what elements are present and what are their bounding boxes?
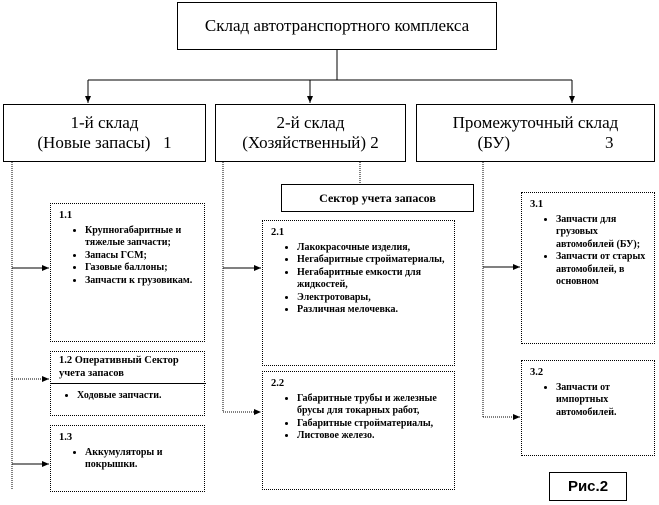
box-3-1: 3.1 Запчасти для грузовых автомобилей (Б…	[521, 192, 655, 344]
box-2-2: 2.2 Габаритные трубы и железные брусы дл…	[262, 371, 455, 490]
warehouse-2-subtitle: (Хозяйственный)	[242, 133, 367, 152]
list-item: Габаритные трубы и железные брусы для то…	[297, 393, 448, 418]
warehouse-3-box: Промежуточный склад (БУ) 3	[416, 104, 655, 162]
warehouse-1-title: 1-й склад	[70, 113, 139, 132]
warehouse-2-box: 2-й склад (Хозяйственный) 2	[215, 104, 406, 162]
list-item: Габаритные стройматериалы,	[297, 418, 448, 431]
box-1-3: 1.3 Аккумуляторы и покрышки.	[50, 425, 205, 492]
box-1-2: 1.2 Оперативный Сектор учета запасов Ход…	[50, 351, 206, 416]
list-item: Запчасти для грузовых автомобилей (БУ);	[556, 214, 648, 252]
box-1-1: 1.1 Крупногабаритные и тяжелые запчасти;…	[50, 203, 205, 342]
warehouse-3-num: 3	[605, 133, 614, 152]
warehouse-1-box: 1-й склад (Новые запасы) 1	[3, 104, 206, 162]
list-item: Листовое железо.	[297, 430, 448, 443]
list-item: Запчасти от старых автомобилей, в основн…	[556, 251, 648, 289]
warehouse-3-title: Промежуточный склад	[452, 113, 619, 132]
sector-box: Сектор учета запасов	[281, 184, 474, 212]
list-item: Аккумуляторы и покрышки.	[85, 447, 198, 472]
list-item: Запасы ГСМ;	[85, 250, 198, 263]
list-item: Запчасти от импортных автомобилей.	[556, 382, 648, 420]
warehouse-3-subtitle: (БУ)	[477, 133, 511, 152]
warehouse-1-num: 1	[163, 133, 172, 152]
box-3-2-num: 3.2	[530, 367, 544, 378]
list-item: Ходовые запчасти.	[77, 390, 204, 403]
list-item: Крупногабаритные и тяжелые запчасти;	[85, 225, 198, 250]
warehouse-2-num: 2	[370, 133, 379, 152]
box-1-3-num: 1.3	[59, 432, 73, 443]
list-item: Негабаритные емкости для жидкостей,	[297, 267, 448, 292]
list-item: Электротовары,	[297, 292, 448, 305]
box-3-1-num: 3.1	[530, 199, 544, 210]
warehouse-2-title: 2-й склад	[276, 113, 345, 132]
box-2-1-num: 2.1	[271, 227, 285, 238]
warehouse-1-subtitle: (Новые запасы)	[37, 133, 151, 152]
box-2-2-num: 2.2	[271, 378, 285, 389]
root-box: Склад автотранспортного комплекса	[177, 2, 497, 50]
list-item: Негабаритные стройматериалы,	[297, 254, 448, 267]
list-item: Различная мелочевка.	[297, 304, 448, 317]
figure-caption: Рис.2	[549, 472, 627, 501]
box-1-2-title: 1.2 Оперативный Сектор учета запасов	[51, 354, 206, 384]
box-1-1-num: 1.1	[59, 210, 73, 221]
box-3-2: 3.2 Запчасти от импортных автомобилей.	[521, 360, 655, 456]
list-item: Лакокрасочные изделия,	[297, 242, 448, 255]
box-2-1: 2.1 Лакокрасочные изделия,Негабаритные с…	[262, 220, 455, 366]
list-item: Запчасти к грузовикам.	[85, 275, 198, 288]
list-item: Газовые баллоны;	[85, 262, 198, 275]
